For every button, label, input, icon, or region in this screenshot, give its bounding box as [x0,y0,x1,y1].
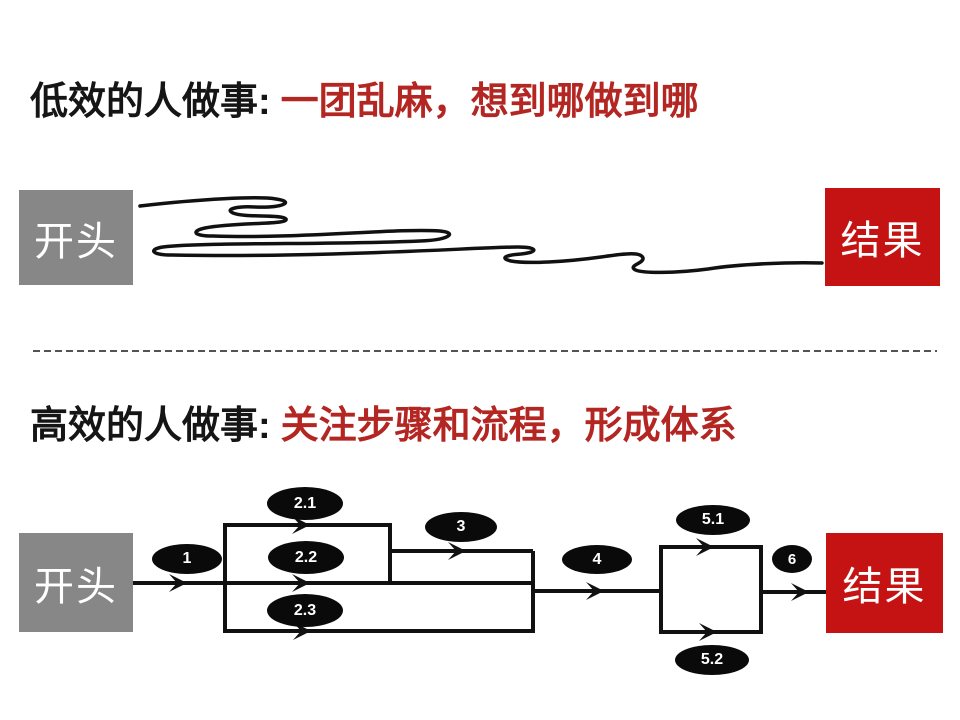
step-ellipse-2-2: 2.2 [268,541,344,574]
step-ellipse-5-1: 5.1 [676,505,750,535]
efficient-start-box: 开头 [19,533,133,632]
step-ellipse-6: 6 [772,545,812,573]
efficient-title-prefix: 高效的人做事: [30,405,271,447]
tangle-scribble-line [138,196,824,275]
efficient-end-box: 结果 [826,533,943,633]
inefficient-end-box: 结果 [825,188,940,286]
step-ellipse-5-2: 5.2 [675,645,749,675]
inefficient-start-box: 开头 [19,190,133,285]
inefficient-title: 低效的人做事:一团乱麻，想到哪做到哪 [30,70,699,125]
inefficient-title-prefix: 低效的人做事: [30,81,271,123]
arrowheads [169,516,809,641]
step-ellipse-2-3: 2.3 [267,594,343,627]
step-ellipse-1: 1 [152,544,222,574]
step-ellipse-3: 3 [425,512,497,542]
inefficient-title-highlight: 一团乱麻，想到哪做到哪 [280,81,699,123]
step-ellipse-2-1: 2.1 [267,487,343,520]
efficient-title: 高效的人做事:关注步骤和流程，形成体系 [30,394,737,449]
efficient-title-highlight: 关注步骤和流程，形成体系 [280,405,737,447]
step-ellipse-4: 4 [562,545,632,574]
